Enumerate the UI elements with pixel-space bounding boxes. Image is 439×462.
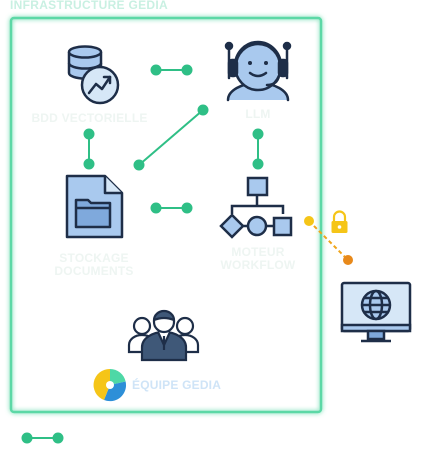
document-storage-label-line1: STOCKAGE xyxy=(59,251,129,265)
database-chart-icon xyxy=(67,45,120,105)
connectors xyxy=(83,64,264,214)
document-storage-label-line2: DOCUMENTS xyxy=(54,264,134,278)
connector-storage-llm xyxy=(133,104,209,171)
document-storage-label: STOCKAGE DOCUMENTS xyxy=(34,252,154,278)
connector-storage-workflow xyxy=(150,202,193,214)
workflow-engine-label-line1: MOTEUR xyxy=(231,245,285,259)
lock-icon xyxy=(331,210,348,233)
connector-llm-workflow xyxy=(252,128,264,170)
infrastructure-frame xyxy=(9,16,323,414)
secure-external-link xyxy=(304,216,353,265)
connector-vectordb-llm xyxy=(150,64,193,76)
robot-headset-icon xyxy=(224,40,292,102)
vector-db-label: BDD VECTORIELLE xyxy=(31,111,148,125)
workflow-engine-label: MOTEUR WORKFLOW xyxy=(203,246,313,272)
globe-monitor-icon xyxy=(340,281,412,343)
team-label: ÉQUIPE GEDIA xyxy=(132,378,222,392)
workflow-engine-label-line2: WORKFLOW xyxy=(220,258,296,272)
connector-legend-icon xyxy=(21,432,64,444)
connector-vectordb-storage xyxy=(83,128,95,170)
folder-document-icon xyxy=(65,174,124,239)
flowchart-icon xyxy=(219,176,293,239)
frame-title: INFRASTRUCTURE GEDIA xyxy=(10,0,168,12)
team-people-icon xyxy=(127,309,200,362)
team-logo xyxy=(93,368,127,402)
llm-label: LLM xyxy=(245,107,271,121)
